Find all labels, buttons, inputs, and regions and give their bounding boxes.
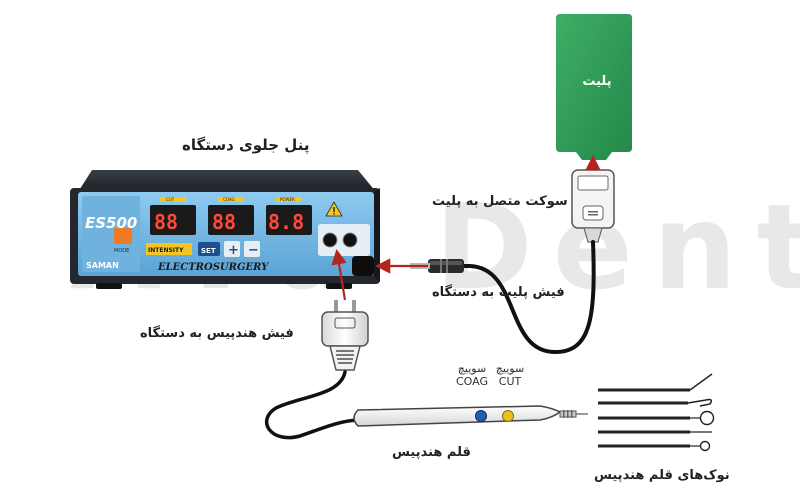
- set-label: SET: [201, 247, 216, 255]
- display-cut: [150, 205, 196, 235]
- handpiece-plug: [321, 300, 369, 371]
- handpiece-cable: [264, 370, 362, 440]
- intensity-label: INTENSITY: [148, 247, 184, 254]
- minus-label: −: [248, 243, 259, 258]
- electrosurgery-unit: [70, 170, 380, 289]
- mode-button[interactable]: [114, 228, 132, 244]
- set-button[interactable]: [198, 242, 220, 256]
- handpiece-tips-label: نوک‌های قلم هندپیس: [594, 468, 730, 483]
- mode-label: MODE: [114, 248, 129, 254]
- handpiece-pen-label: قلم هندپیس: [392, 445, 471, 460]
- handpiece-socket[interactable]: [322, 232, 338, 248]
- plate-label: پلیت: [582, 74, 612, 89]
- plus-label: +: [228, 243, 239, 258]
- warning-icon: [325, 201, 343, 217]
- plate-cable: [448, 240, 596, 355]
- plate-socket[interactable]: [352, 256, 374, 276]
- patient-plate: [556, 14, 632, 160]
- model-label: ES500: [85, 214, 137, 232]
- cut-switch-word: سوییچ: [495, 362, 525, 375]
- brand-label: ELECTROSURGERY: [157, 262, 269, 273]
- cut-switch-button[interactable]: [502, 410, 514, 422]
- front-panel-title: پنل جلوی دستگاه: [182, 136, 310, 154]
- plate-plug-label: فیش پلیت به دستگاه: [432, 285, 565, 300]
- minus-button[interactable]: [244, 241, 260, 257]
- coag-switch-button[interactable]: [475, 410, 487, 422]
- plus-button[interactable]: [224, 241, 240, 257]
- display-power-value: 8.8: [268, 210, 304, 234]
- display-power: [266, 205, 312, 235]
- cut-switch-label: سوییچ CUT: [488, 362, 532, 388]
- maker-label: SAMAN: [86, 261, 119, 270]
- handpiece-plug-label: فیش هندپیس به دستگاه: [140, 326, 294, 341]
- display-coag-value: 88: [212, 210, 236, 234]
- coag-switch-name: COAG: [455, 375, 488, 388]
- coag-switch-label: سوییچ COAG: [442, 362, 502, 388]
- display-cut-label: CUT: [166, 197, 175, 202]
- display-cut-value: 88: [154, 210, 178, 234]
- display-power-label: POWER: [280, 197, 295, 202]
- connection-arrows: [331, 154, 601, 301]
- plate-socket-label: سوکت متصل به پلیت: [432, 194, 568, 209]
- display-coag-label: COAG: [223, 197, 235, 202]
- display-coag: [208, 205, 254, 235]
- handpiece-pen: [353, 405, 588, 427]
- cut-switch-name: CUT: [498, 375, 522, 388]
- coag-switch-word: سوییچ: [457, 362, 487, 375]
- handpiece-tips: [598, 373, 715, 452]
- plate-connector: [571, 169, 615, 243]
- aux-socket[interactable]: [342, 232, 358, 248]
